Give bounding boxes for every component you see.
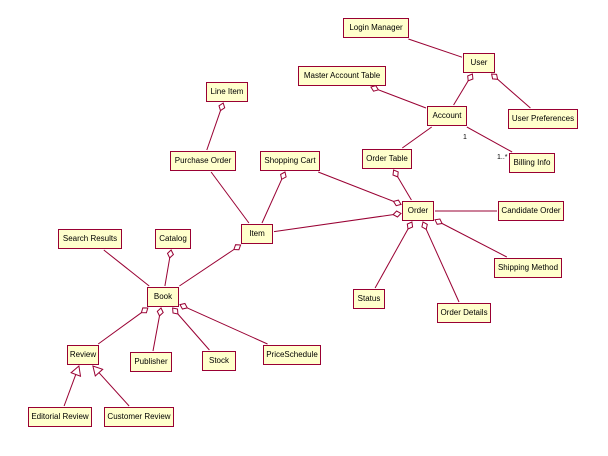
association-shipping-method-to-order — [434, 218, 508, 258]
association-line — [453, 80, 469, 106]
association-line — [179, 249, 235, 287]
aggregation-diamond — [233, 244, 242, 251]
association-book-to-catalog — [164, 249, 175, 287]
association-account-to-user — [453, 73, 474, 106]
association-customer-review-to-review — [92, 365, 130, 407]
association-line — [402, 126, 432, 149]
association-order-to-order-table — [392, 169, 412, 201]
class-user[interactable]: User — [463, 53, 497, 75]
association-line — [441, 223, 508, 258]
class-shipping-method[interactable]: Shipping Method — [494, 258, 564, 280]
association-order-details-to-order — [421, 221, 460, 303]
association-editorial-review-to-review — [63, 365, 82, 407]
association-line — [378, 89, 427, 109]
association-order-table-to-account — [402, 126, 432, 149]
aggregation-diamond — [434, 218, 443, 225]
class-review[interactable]: Review — [67, 345, 101, 367]
aggregation-diamond — [172, 307, 179, 315]
class-account[interactable]: Account — [427, 106, 469, 128]
association-line — [210, 171, 250, 224]
aggregation-diamond — [140, 307, 149, 314]
association-line — [466, 126, 513, 153]
association-line — [318, 171, 394, 202]
class-master-account-table[interactable]: Master Account Table — [298, 66, 388, 88]
class-price-schedule[interactable]: PriceSchedule — [263, 345, 323, 367]
aggregation-diamond — [392, 210, 402, 218]
class-order-table[interactable]: Order Table — [362, 149, 414, 171]
association-item-to-shopping-cart — [261, 171, 287, 224]
aggregation-diamond — [166, 249, 175, 259]
association-status-to-order — [374, 221, 414, 289]
association-line — [187, 307, 268, 345]
class-status[interactable]: Status — [353, 289, 387, 311]
class-order[interactable]: Order — [402, 201, 436, 223]
association-book-to-search-results — [103, 249, 150, 287]
association-account-to-billing-info — [466, 126, 513, 153]
class-book[interactable]: Book — [147, 287, 181, 309]
association-line — [164, 257, 171, 287]
association-purchase-order-to-line-item — [206, 102, 226, 151]
aggregation-diamond — [467, 73, 474, 82]
association-item-to-order — [273, 210, 402, 233]
generalization-arrow — [92, 365, 104, 377]
class-billing-info[interactable]: Billing Info — [509, 153, 557, 175]
association-line — [397, 176, 412, 201]
association-shopping-cart-to-order — [318, 171, 402, 207]
class-customer-review[interactable]: Customer Review — [104, 407, 176, 429]
association-line — [497, 78, 531, 109]
association-login-manager-to-user — [408, 38, 463, 58]
association-price-schedule-to-book — [179, 302, 268, 345]
aggregation-diamond — [280, 171, 287, 181]
class-stock[interactable]: Stock — [202, 351, 238, 373]
aggregation-diamond — [490, 73, 499, 80]
aggregation-diamond — [218, 102, 226, 112]
class-order-details[interactable]: Order Details — [437, 303, 493, 325]
association-review-to-book — [97, 307, 149, 345]
aggregation-diamond — [392, 199, 402, 207]
class-catalog[interactable]: Catalog — [155, 229, 193, 251]
association-line — [273, 214, 394, 233]
generalization-arrow — [70, 365, 82, 377]
class-editorial-review[interactable]: Editorial Review — [28, 407, 94, 429]
association-stock-to-book — [172, 307, 210, 351]
association-line — [152, 315, 160, 352]
association-account-to-master-account-table — [370, 85, 427, 109]
class-candidate-order[interactable]: Candidate Order — [498, 201, 566, 223]
association-line — [63, 374, 77, 407]
association-book-to-item — [179, 244, 242, 287]
association-line — [425, 229, 460, 303]
aggregation-diamond — [370, 85, 380, 92]
class-line-item[interactable]: Line Item — [206, 82, 250, 104]
class-shopping-cart[interactable]: Shopping Cart — [260, 151, 322, 173]
association-line — [97, 312, 142, 345]
multiplicity-billing-many: 1..* — [497, 154, 508, 161]
class-purchase-order[interactable]: Purchase Order — [170, 151, 238, 173]
class-search-results[interactable]: Search Results — [58, 229, 124, 251]
association-line — [103, 249, 150, 287]
aggregation-diamond — [421, 221, 428, 231]
aggregation-diamond — [406, 221, 414, 230]
association-line — [206, 110, 221, 151]
class-item[interactable]: Item — [241, 224, 275, 246]
association-line — [98, 372, 130, 407]
aggregation-diamond — [179, 302, 189, 310]
class-user-preferences[interactable]: User Preferences — [508, 109, 580, 131]
association-line — [408, 38, 463, 58]
association-item-to-purchase-order — [210, 171, 250, 224]
class-publisher[interactable]: Publisher — [130, 352, 174, 374]
aggregation-diamond — [156, 307, 164, 317]
association-line — [261, 179, 283, 224]
class-login-manager[interactable]: Login Manager — [343, 18, 411, 40]
association-line — [374, 228, 409, 289]
association-user-preferences-to-user — [490, 73, 531, 109]
aggregation-diamond — [392, 169, 399, 178]
association-line — [177, 313, 210, 351]
multiplicity-account-one: 1 — [463, 134, 467, 141]
association-publisher-to-book — [152, 307, 164, 352]
